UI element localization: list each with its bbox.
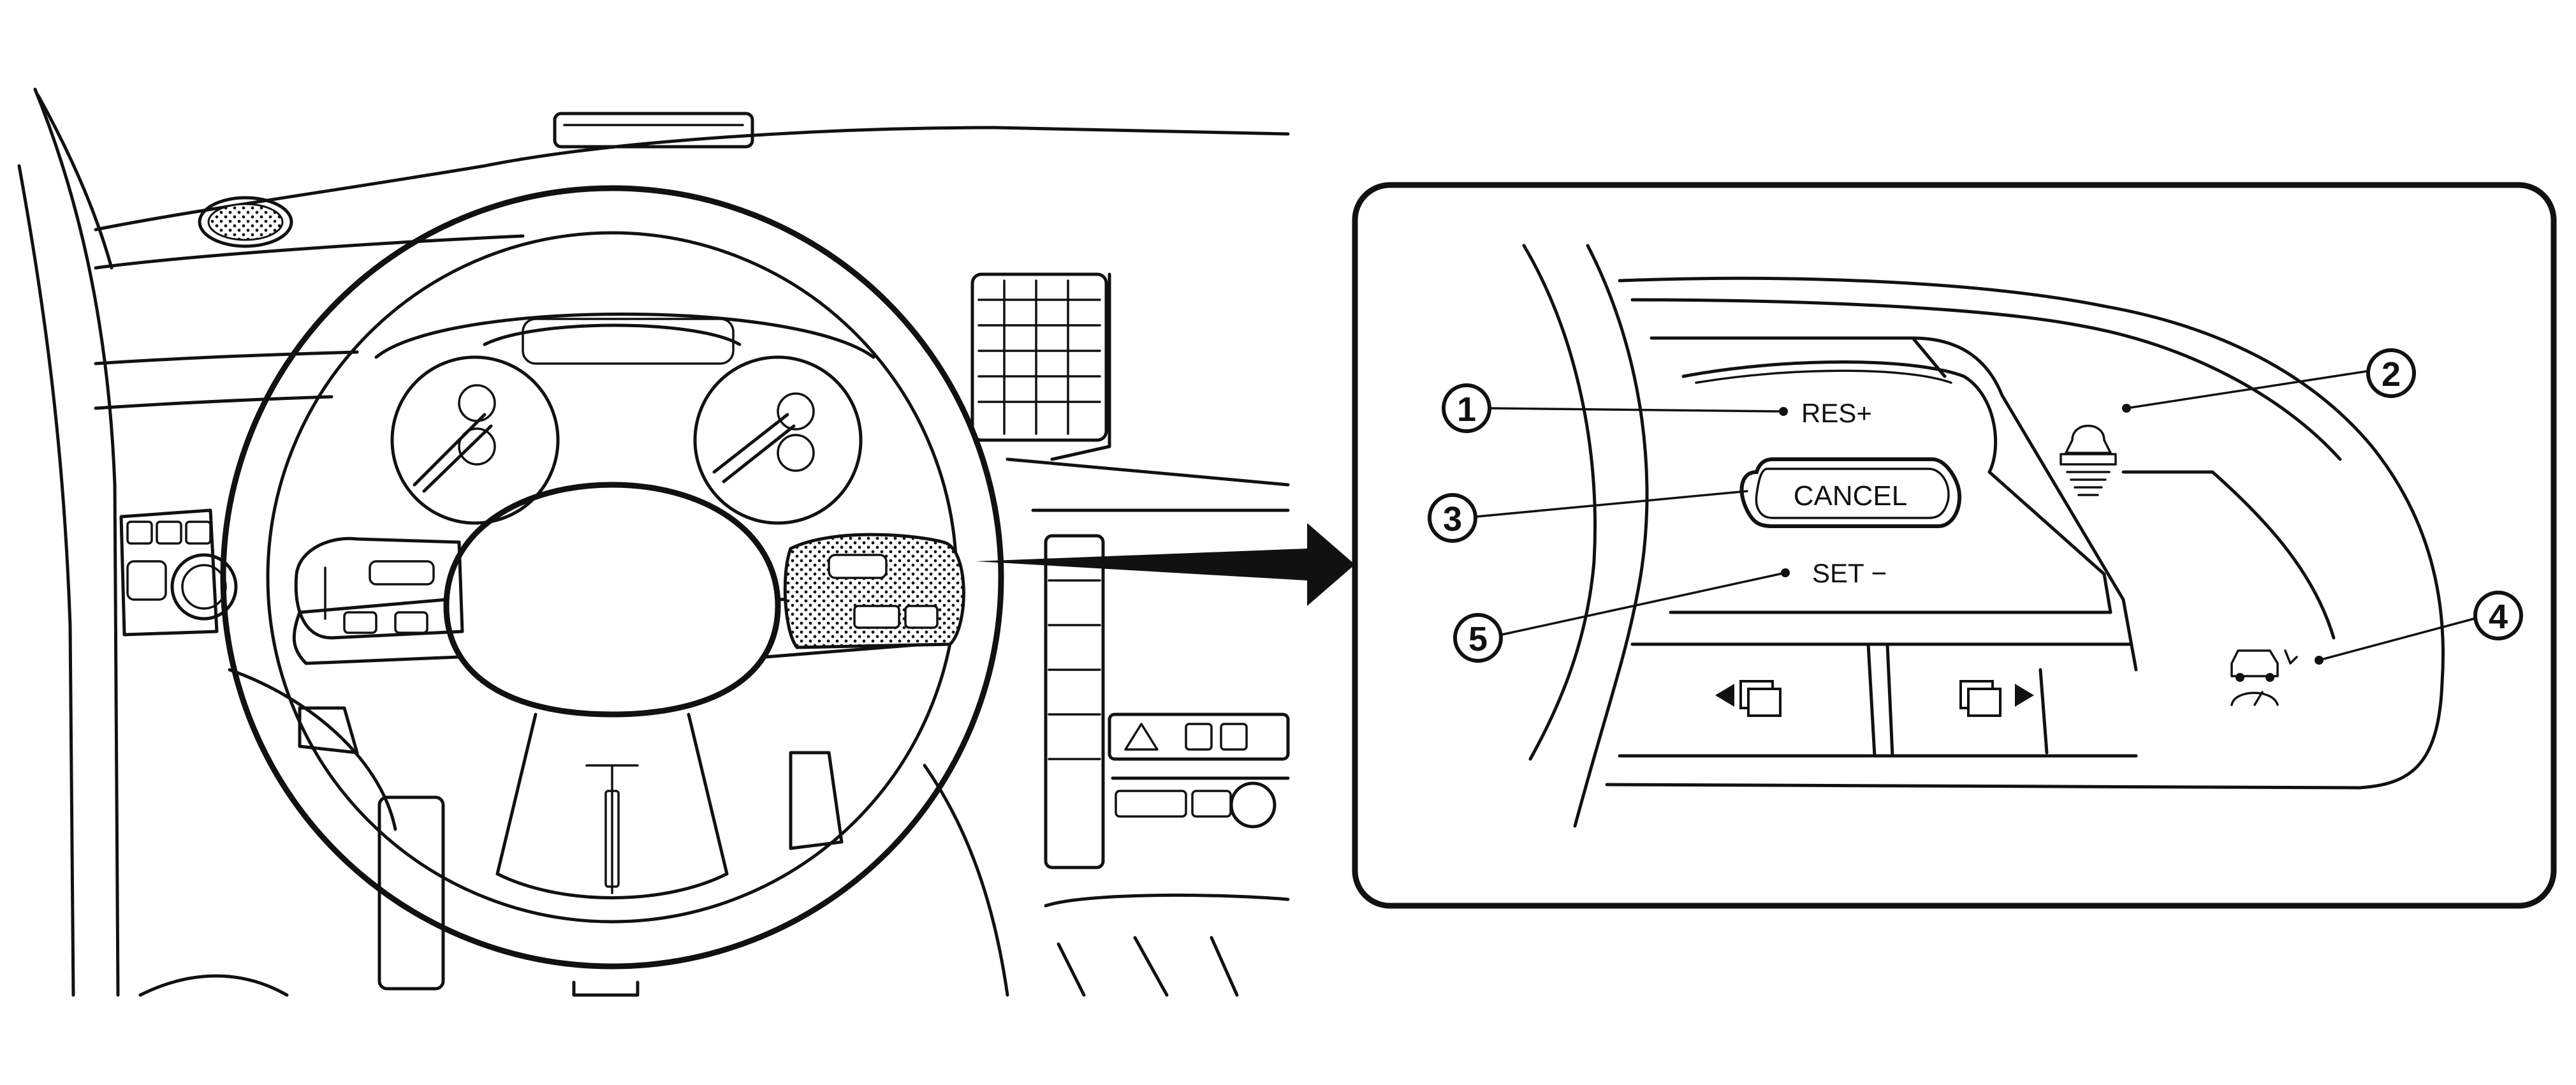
- set-button[interactable]: SET −: [1781, 558, 1887, 588]
- right-display-button[interactable]: [1959, 680, 2034, 717]
- callout-5: 5: [1453, 613, 1503, 663]
- right-vent: [970, 272, 1108, 442]
- steering-wheel: [220, 185, 1004, 970]
- left-display-page-icon: [1715, 680, 1782, 717]
- callout-2: 2: [2366, 348, 2416, 398]
- center-stack: [1044, 534, 1290, 997]
- callout-1: 1: [1442, 383, 1491, 433]
- left-round-vent: [198, 196, 293, 248]
- callout-4: 4: [2473, 591, 2523, 640]
- arrow-right-icon: [976, 523, 1355, 606]
- right-display-page-icon: [1959, 680, 2034, 717]
- callout-number-5: 5: [1468, 620, 1488, 658]
- callout-3: 3: [1428, 493, 1477, 543]
- res-button[interactable]: RES+: [1779, 398, 1872, 428]
- callout-number-2: 2: [2382, 355, 2401, 394]
- left-switch-panel: [119, 508, 238, 637]
- callout-number-4: 4: [2489, 598, 2508, 636]
- detail-inset: CANCEL RES+ SET: [1352, 182, 2557, 909]
- cancel-label: CANCEL: [1794, 480, 1908, 512]
- right-spoke-controls: [783, 533, 965, 649]
- set-label: SET −: [1812, 558, 1887, 588]
- left-gauge: [390, 355, 560, 525]
- callout-number-1: 1: [1457, 390, 1476, 429]
- callout-number-3: 3: [1443, 500, 1462, 538]
- distance-icon[interactable]: [2060, 404, 2131, 496]
- dashboard-overview: [17, 87, 1290, 997]
- cancel-button[interactable]: CANCEL: [1739, 457, 1962, 528]
- res-label: RES+: [1801, 398, 1872, 428]
- left-spoke-controls: [294, 536, 464, 640]
- right-gauge: [693, 355, 863, 525]
- left-display-button[interactable]: [1715, 680, 1782, 717]
